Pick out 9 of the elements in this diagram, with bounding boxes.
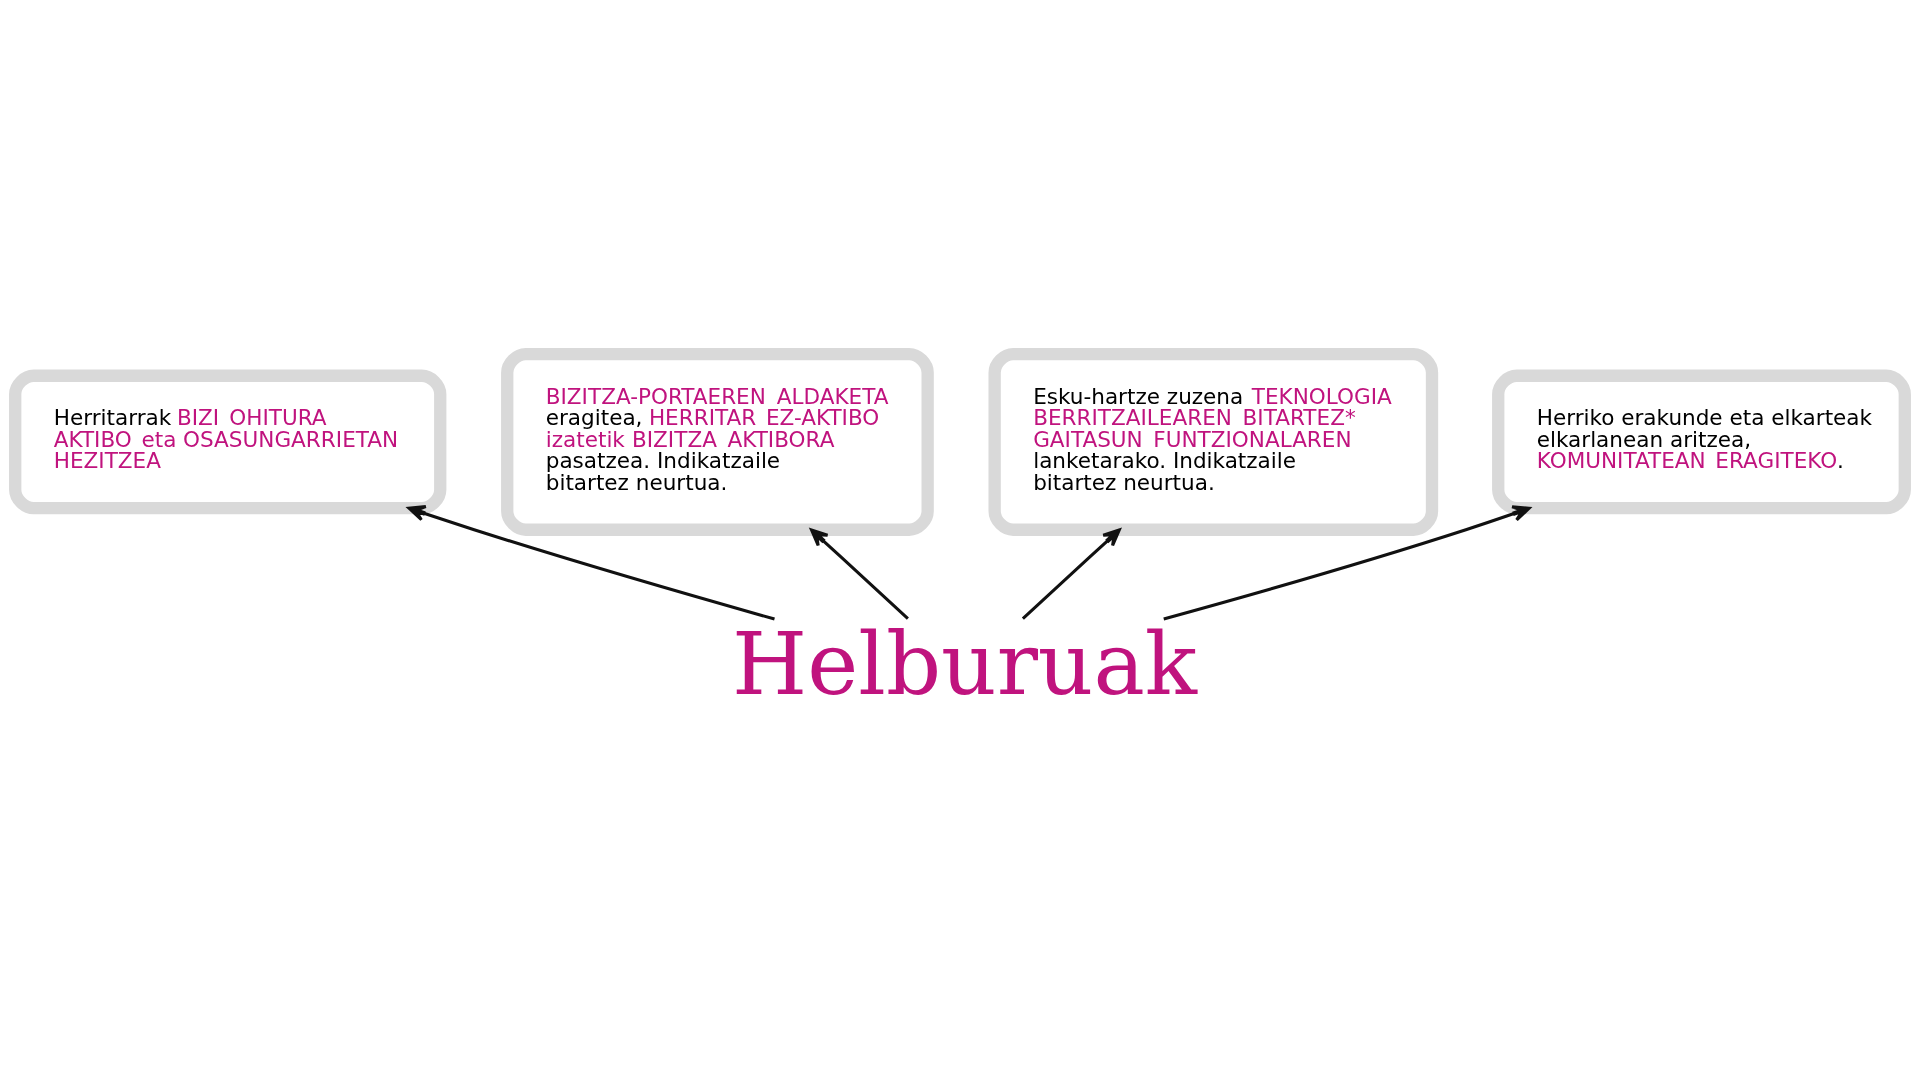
node-box: Esku-hartze zuzena TEKNOLOGIA BERRITZAILEAREN BITARTEZ* GAITASUN FUNTZIONALAREN lanketarako. Indikatzaile bitartez neurtua.	[988, 347, 1439, 536]
arrow	[810, 527, 909, 620]
arrow	[1163, 504, 1531, 620]
node-box: Herritarrak BIZI OHITURA AKTIBO eta OSASUNGARRIETAN HEZITZEA	[9, 369, 447, 514]
arrow	[407, 504, 775, 620]
node-box: Herriko erakunde eta elkarteak elkarlanean aritzea, KOMUNITATEAN ERAGITEKO.	[1492, 369, 1911, 514]
arrow	[1021, 527, 1121, 620]
node-box: BIZITZA-PORTAEREN ALDAKETA eragitea, HERRITAR EZ-AKTIBO izatetik BIZITZA AKTIBORA pasatzea. Indikatzaile bitartez neurtua.	[501, 347, 934, 536]
node-text: Helburuak	[732, 613, 1198, 714]
